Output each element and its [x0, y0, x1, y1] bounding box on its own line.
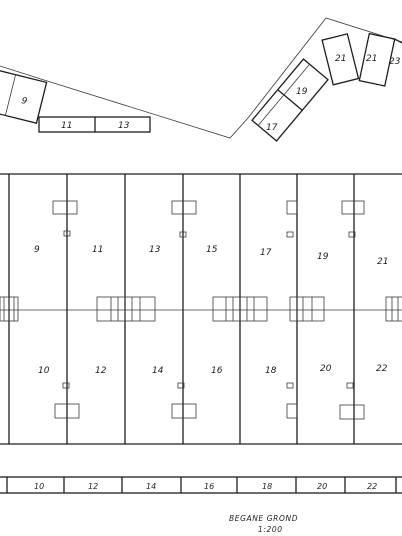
strip-label-7: 22 [367, 482, 377, 491]
strip-label-3: 14 [146, 482, 156, 491]
house-label-lower-6: 20 [320, 364, 332, 374]
house-label-lower-5: 18 [265, 366, 277, 376]
party-walls [8, 174, 355, 444]
strip-label-1: 10 [34, 482, 44, 491]
house-label-lower-4: 16 [211, 366, 223, 376]
house-label-upper-1: 9 [34, 245, 40, 255]
house-label-lower-1: 10 [38, 366, 50, 376]
caption-scale: 1:200 [258, 525, 283, 534]
site-house-left-label: 9 [20, 96, 28, 107]
lower-row-labels: 10 12 14 16 18 20 22 [38, 364, 388, 376]
house-label-upper-6: 19 [317, 252, 329, 262]
drawing-caption: BEGANE GROND 1:200 [229, 514, 298, 534]
site-boundary-line [0, 17, 402, 139]
house-label-upper-3: 13 [149, 245, 161, 255]
floor-plan: 9 11 13 15 17 19 21 10 12 14 16 18 20 22 [0, 173, 402, 445]
house-label-upper-4: 15 [206, 245, 218, 255]
site-plan: 9 11 13 17 19 21 21 [0, 17, 402, 142]
upper-fixtures [52, 200, 365, 238]
strip-label-4: 16 [204, 482, 214, 491]
house-label-upper-2: 11 [92, 245, 103, 255]
house-label-lower-7: 22 [376, 364, 388, 374]
site-house-17-label: 17 [266, 123, 278, 133]
site-curved-row-upper: 21 21 23 [321, 32, 402, 87]
site-strip: 11 13 [38, 116, 151, 133]
strip-label-5: 18 [262, 482, 272, 491]
site-curved-row-lower [251, 58, 329, 142]
site-house-21b-label: 21 [366, 54, 377, 64]
site-house-19-label: 19 [296, 87, 308, 97]
caption-title: BEGANE GROND [229, 514, 298, 523]
site-strip-label-2: 13 [118, 121, 130, 131]
site-strip-label-1: 11 [61, 121, 72, 131]
house-label-upper-5: 17 [260, 248, 272, 258]
site-house-23-label: 23 [389, 57, 401, 67]
house-label-lower-2: 12 [95, 366, 107, 376]
house-label-lower-3: 14 [152, 366, 164, 376]
strip-label-2: 12 [88, 482, 98, 491]
bottom-strip: 10 12 14 16 18 20 22 [0, 476, 402, 494]
strip-label-6: 20 [317, 482, 327, 491]
house-label-upper-7: 21 [377, 257, 388, 267]
upper-row-labels: 9 11 13 15 17 19 21 [34, 245, 388, 267]
shaft-grids [0, 296, 402, 322]
site-house-21a-label: 21 [335, 54, 346, 64]
site-house-left: 9 [0, 69, 48, 124]
lower-fixtures [54, 382, 365, 420]
